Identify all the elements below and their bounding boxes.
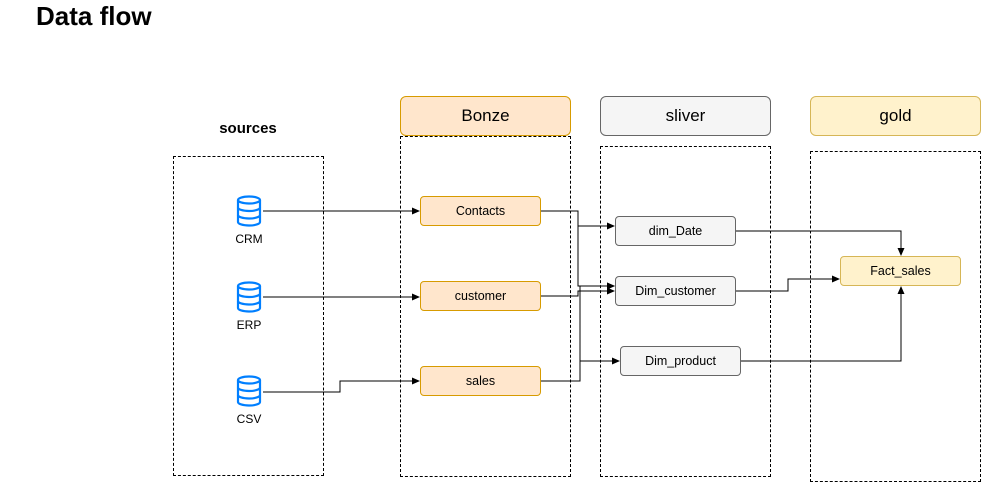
page-title: Data flow (36, 1, 152, 31)
edge-csv-sales (263, 377, 420, 393)
database-icon (236, 281, 262, 313)
edge-contacts-dim-customer (541, 210, 615, 290)
silver-layer-header: sliver (600, 96, 771, 136)
source-erp-label: ERP (236, 318, 262, 332)
silver-layer-container (600, 146, 771, 477)
bronze-layer-container (400, 136, 571, 477)
silver-node-dim-date[interactable]: dim_Date (615, 216, 736, 246)
database-icon (236, 195, 262, 227)
edge-dim-date-fact-sales (736, 230, 905, 256)
sources-label: sources (219, 120, 277, 137)
edge-customer-dim-customer (541, 287, 615, 297)
bronze-node-customer[interactable]: customer (420, 281, 541, 311)
source-csv-label: CSV (236, 412, 262, 426)
bronze-node-contacts[interactable]: Contacts (420, 196, 541, 226)
gold-node-fact-sales[interactable]: Fact_sales (840, 256, 961, 286)
source-crm-label: CRM (235, 232, 263, 246)
edge-dim-product-fact-sales (741, 286, 905, 362)
bronze-node-sales[interactable]: sales (420, 366, 541, 396)
bronze-layer-header: Bonze (400, 96, 571, 136)
silver-node-dim-product[interactable]: Dim_product (620, 346, 741, 376)
silver-node-dim-customer[interactable]: Dim_customer (615, 276, 736, 306)
sources-container (173, 156, 324, 476)
edge-dim-customer-fact-sales (736, 275, 840, 292)
edge-sales-dim-customer (541, 282, 615, 382)
database-icon (236, 375, 262, 407)
gold-layer-header: gold (810, 96, 981, 136)
edge-sales-dim-product (541, 357, 620, 382)
